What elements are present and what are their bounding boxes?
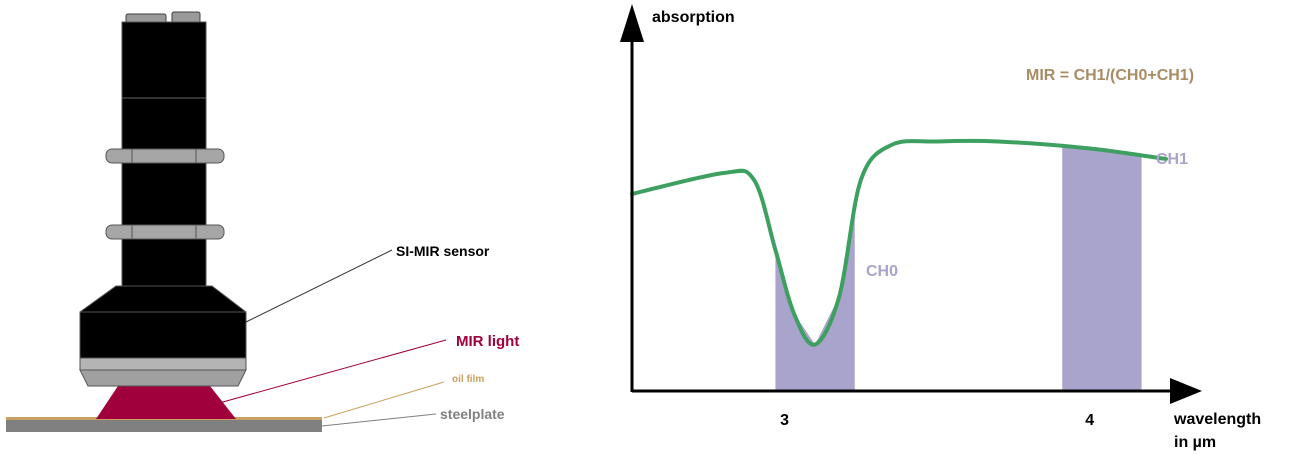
sensor-nut [105,224,225,240]
sensor-nut [105,148,225,164]
y-axis-arrow [620,4,644,42]
x-axis-unit-label: in µm [1174,434,1216,451]
mir-light-cone [96,386,236,419]
sensor-window [79,357,247,371]
channel-bands [775,146,1142,390]
ch0-label: CH0 [866,263,898,280]
x-axis-arrow [1170,378,1202,404]
sensor-window-bevel [79,369,247,387]
film-label: oil film [452,374,484,385]
plate-label: steelplate [440,406,505,422]
absorption-chart: absorption wavelength in µm 3 4 CH0 CH1 … [620,4,1261,451]
x-axis-label: wavelength [1173,411,1261,428]
sensor-head [79,285,247,359]
ch1-label: CH1 [1156,151,1188,168]
plate-leader-line [321,413,437,427]
sensor-diagram: SI-MIR sensor MIR light oil film steelpl… [6,11,519,432]
channel-band-ch1 [1062,146,1142,390]
light-leader-line [211,339,447,406]
x-tick-label: 3 [780,412,789,429]
film-leader-line [323,381,445,419]
mir-formula: MIR = CH1/(CH0+CH1) [1026,67,1194,84]
sensor-leader-line [245,249,393,323]
sensor-label: SI-MIR sensor [396,243,490,259]
light-label: MIR light [456,333,519,350]
steelplate [6,420,322,432]
x-tick-label: 4 [1085,412,1094,429]
channel-band-ch0 [775,213,855,390]
y-axis-label: absorption [652,9,735,26]
absorption-curve [630,138,1168,347]
